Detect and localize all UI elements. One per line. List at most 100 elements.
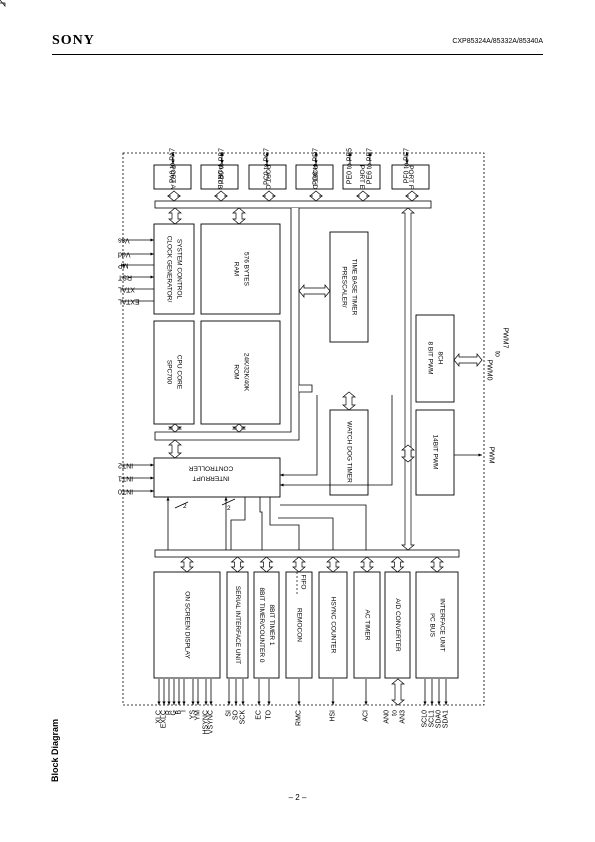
peripheral-bus-arrow bbox=[390, 556, 405, 573]
header-rule bbox=[52, 54, 543, 55]
peripheral-bus-arrow bbox=[259, 556, 274, 573]
port-pin-label: PE6 to PE7 bbox=[367, 148, 374, 184]
ram-bus-arrow bbox=[232, 207, 246, 225]
port-bus-arrow bbox=[214, 190, 228, 202]
block-label: HSYNC COUNTER bbox=[330, 597, 337, 654]
pwm14-block bbox=[415, 409, 455, 496]
port-label: PORT E bbox=[358, 165, 365, 190]
interrupt-pin-label: INT2 bbox=[118, 462, 133, 469]
block-label: INTERRUPT bbox=[192, 475, 229, 482]
port-pin-label: PE0 to PE5 bbox=[347, 148, 354, 184]
osd-pin: VSYNC bbox=[208, 710, 215, 734]
interrupt-request-line bbox=[280, 504, 367, 550]
peripheral-bus-arrow bbox=[230, 556, 245, 573]
watchdog-block bbox=[329, 409, 369, 496]
block-label: SPC700 bbox=[166, 360, 173, 385]
adc-block bbox=[384, 571, 411, 679]
port-label: PORT A bbox=[169, 165, 176, 189]
block-label: 8BIT TIMER/COUNTER 0 bbox=[258, 588, 265, 663]
interrupt-controller-block bbox=[153, 457, 281, 498]
port-block bbox=[200, 164, 239, 190]
port-block bbox=[391, 164, 430, 190]
osd-pin: HSYNC bbox=[203, 710, 210, 735]
timer-pin: TO bbox=[266, 709, 273, 719]
timer-interrupt-line bbox=[280, 395, 318, 477]
block-label: CLOCK GENERATOR/ bbox=[166, 236, 173, 303]
block-label: AC TIMER bbox=[364, 610, 371, 641]
block-label: RAM bbox=[233, 262, 240, 276]
bus-width-slash bbox=[174, 501, 189, 509]
port-block bbox=[295, 164, 334, 190]
block-label: SYSTEM CONTROL bbox=[176, 239, 183, 300]
block-label: 8CH bbox=[437, 351, 444, 364]
vertical-bus bbox=[154, 208, 300, 441]
osd-pin: G bbox=[171, 710, 178, 715]
osd-pin: R bbox=[166, 710, 173, 715]
pwm-output-arrow bbox=[453, 353, 483, 367]
port-label: PORT D bbox=[311, 165, 318, 190]
block-label: CONTROLLER bbox=[188, 465, 233, 472]
interrupt-request-line bbox=[259, 497, 263, 550]
block-label: REMOCON bbox=[296, 608, 303, 642]
block-label: 576 BYTES bbox=[243, 252, 250, 287]
interrupt-request-line bbox=[230, 497, 246, 550]
system-pin-label: XTAL bbox=[118, 286, 135, 293]
system-pin-label: EXTAL bbox=[118, 298, 140, 305]
block-label: 24K/32K/40K bbox=[243, 353, 250, 392]
port-bus-arrow bbox=[262, 190, 276, 202]
peripheral-bus-arrow bbox=[180, 556, 194, 573]
interrupt-pin-label: INT1 bbox=[118, 475, 133, 482]
block-label: SERIAL INTERFACE UNIT bbox=[234, 586, 241, 664]
peripheral-bus-arrow bbox=[326, 556, 340, 573]
rom-bus-arrow bbox=[232, 423, 246, 433]
clock-bus-arrow bbox=[168, 207, 182, 225]
cpu-bus-arrow bbox=[168, 423, 182, 433]
block-label: PRESCALER/ bbox=[341, 266, 348, 307]
right-vertical-bus bbox=[401, 207, 415, 551]
rom-block bbox=[200, 320, 281, 425]
block-label: 8 BIT PWM bbox=[427, 341, 434, 374]
serial-pin: SCK bbox=[240, 710, 247, 725]
prescaler-bus-arrow bbox=[298, 284, 331, 298]
block-label: ON SCREEN DISPLAY bbox=[184, 591, 191, 659]
block-label: CPU CORE bbox=[176, 355, 183, 390]
port-block bbox=[248, 164, 287, 190]
unused bbox=[0, 0, 6, 7]
bottom-bus bbox=[154, 549, 460, 558]
interrupt-request-line bbox=[269, 497, 300, 550]
i2c-pin: SDA1 bbox=[443, 710, 450, 728]
fifo-label: FIFO bbox=[300, 575, 307, 590]
adc-pin: AN0 bbox=[384, 710, 391, 724]
serial-pin: SI bbox=[226, 710, 233, 717]
osd-pin: YM bbox=[195, 710, 202, 721]
osd-pin: YS bbox=[190, 710, 197, 720]
block-label: A/D CONVERTER bbox=[394, 598, 401, 652]
pwm-pin-label: PWM0 bbox=[486, 360, 493, 381]
cpu-core-block bbox=[153, 320, 195, 425]
adc-input-bus bbox=[391, 678, 405, 706]
system-pin-label: MP bbox=[118, 262, 129, 269]
adc-pin: AN3 bbox=[400, 710, 407, 724]
osd-pin: B bbox=[176, 710, 183, 715]
system-pin-label: Vdd bbox=[118, 251, 131, 258]
clock-generator-block bbox=[153, 223, 195, 315]
timer-block bbox=[253, 571, 280, 679]
adc-pin: to bbox=[392, 710, 399, 716]
sony-logo: SONY bbox=[52, 33, 95, 48]
peripheral-bus-arrow bbox=[360, 556, 374, 573]
block-label: INTERFACE UNIT bbox=[439, 598, 446, 651]
remocon-block bbox=[285, 571, 313, 679]
interrupt-request-line bbox=[278, 517, 334, 550]
osd-pin: EXLC bbox=[161, 710, 168, 728]
ram-block bbox=[200, 223, 281, 315]
bus-width-label: 2 bbox=[183, 503, 187, 510]
port-bus-arrow bbox=[167, 190, 181, 202]
pwm-pin-label: PWM7 bbox=[502, 328, 509, 349]
osd-pin: I bbox=[181, 710, 188, 712]
block-label: ROM bbox=[233, 364, 240, 379]
system-pin-label: RST bbox=[117, 274, 132, 281]
block-label: WATCH DOG TIMER bbox=[346, 421, 353, 483]
page-number: – 2 – bbox=[288, 793, 307, 802]
